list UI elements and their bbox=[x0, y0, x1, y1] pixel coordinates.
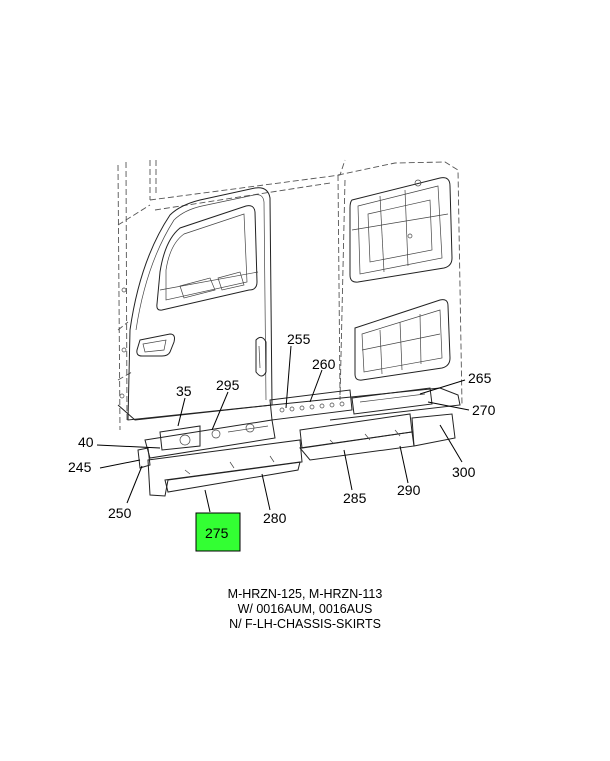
callout-290: 290 bbox=[397, 482, 421, 498]
chassis-skirt-panels bbox=[137, 413, 456, 497]
callout-250: 250 bbox=[108, 505, 132, 521]
cab-body-outline bbox=[117, 159, 463, 431]
caption-line-3: N/ F-LH-CHASSIS-SKIRTS bbox=[229, 617, 381, 631]
caption-line-2: W/ 0016AUM, 0016AUS bbox=[237, 602, 373, 616]
cab-door bbox=[119, 187, 273, 421]
callout-35: 35 bbox=[176, 383, 192, 399]
callout-275[interactable]: 275 bbox=[205, 525, 229, 541]
callout-280: 280 bbox=[263, 510, 287, 526]
callout-275-highlight bbox=[195, 512, 241, 552]
callout-300: 300 bbox=[452, 464, 476, 480]
callout-255: 255 bbox=[287, 331, 311, 347]
callout-265: 265 bbox=[468, 370, 492, 386]
callout-labels: 35 40 245 250 255 260 265 270 275 280 28… bbox=[68, 331, 496, 552]
callout-285: 285 bbox=[343, 490, 367, 506]
rear-lower-window bbox=[354, 299, 451, 381]
callout-270: 270 bbox=[472, 402, 496, 418]
rear-upper-window bbox=[349, 177, 453, 283]
callout-295: 295 bbox=[216, 377, 240, 393]
callout-245: 245 bbox=[68, 459, 92, 475]
caption-line-1: M-HRZN-125, M-HRZN-113 bbox=[227, 587, 383, 601]
leader-lines bbox=[96, 345, 470, 513]
callout-260: 260 bbox=[312, 356, 336, 372]
callout-40: 40 bbox=[78, 434, 94, 450]
